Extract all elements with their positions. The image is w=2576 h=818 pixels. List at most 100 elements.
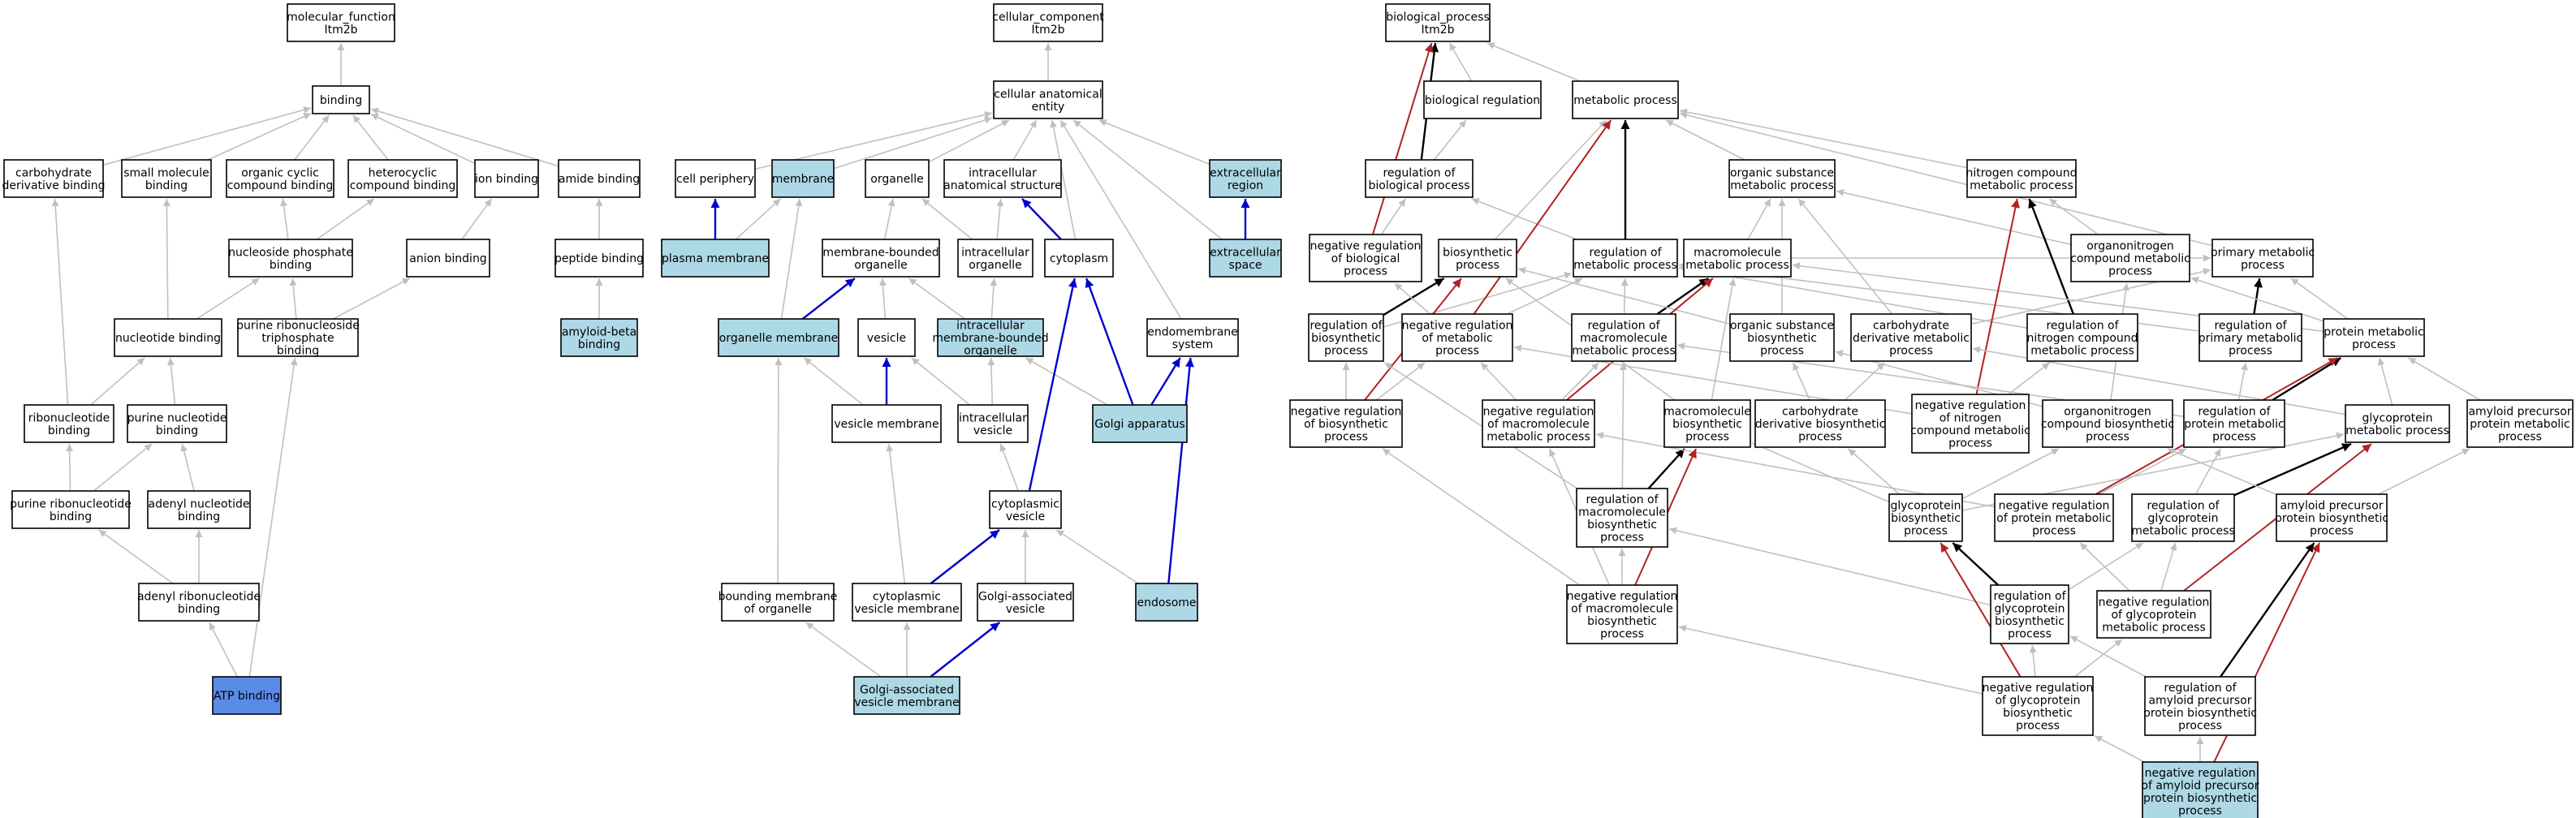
term-label-line: adenyl ribonucleotide	[137, 590, 261, 603]
term-node-organelle[interactable]: organelle	[865, 159, 930, 198]
term-label-line: vesicle membrane	[854, 696, 959, 709]
term-node-anion_bind[interactable]: anion binding	[406, 239, 490, 278]
term-label-line: organelle	[964, 345, 1016, 358]
edge-neg_reg_met-to-metabolic	[1473, 119, 1612, 315]
term-node-membrane[interactable]: membrane	[771, 159, 835, 198]
term-node-reg_macro_biosyn[interactable]: regulation ofmacromoleculebiosyntheticpr…	[1576, 488, 1668, 548]
term-node-metabolic[interactable]: metabolic process	[1572, 80, 1679, 119]
term-box	[2198, 313, 2302, 362]
edge-ribonuc_bind-to-carb_bind	[51, 198, 69, 406]
term-node-cell_periphery[interactable]: cell periphery	[675, 159, 756, 198]
term-node-plasma_membrane[interactable]: plasma membrane	[661, 239, 770, 278]
term-box	[1572, 80, 1679, 119]
term-node-endosome[interactable]: endosome	[1135, 583, 1198, 622]
term-node-cytoplasm[interactable]: cytoplasm	[1044, 239, 1114, 278]
edge-reg_glycoprotein_met-to-reg_protein_met	[2195, 448, 2221, 495]
term-node-ion_bind[interactable]: ion binding	[474, 159, 539, 198]
term-node-bio_reg[interactable]: biological regulation	[1423, 80, 1542, 119]
term-node-vesicle_membrane[interactable]: vesicle membrane	[831, 404, 942, 443]
term-node-binding[interactable]: binding	[312, 85, 370, 114]
term-node-amide_bind[interactable]: amide binding	[558, 159, 641, 198]
term-node-atp_bind[interactable]: ATP binding	[212, 676, 282, 715]
term-label-line: ribonucleotide	[28, 411, 110, 424]
term-label-line: carbohydrate	[1782, 406, 1858, 419]
edge-extracell_space-to-cae	[1072, 119, 1223, 240]
term-node-golgi[interactable]: Golgi apparatus	[1092, 404, 1188, 443]
term-label-line: of protein metabolic	[1996, 512, 2111, 525]
term-node-nucleotide_bind[interactable]: nucleotide binding	[114, 318, 222, 357]
term-node-peptide_bind[interactable]: peptide binding	[554, 239, 644, 278]
term-node-vesicle[interactable]: vesicle	[857, 318, 916, 357]
term-node-organelle_membrane[interactable]: organelle membrane	[718, 318, 839, 357]
edge-cyto_vesicle-to-cytoplasm	[1028, 278, 1077, 492]
edge-neg_reg_macro_biosyn-to-neg_reg_biosyn	[1382, 448, 1581, 586]
term-node-reg_glycoprotein_biosyn[interactable]: regulation ofglycoproteinbiosyntheticpro…	[1990, 584, 2069, 644]
edge-neg_reg_protein_met-to-reg_protein_met	[2099, 448, 2187, 495]
